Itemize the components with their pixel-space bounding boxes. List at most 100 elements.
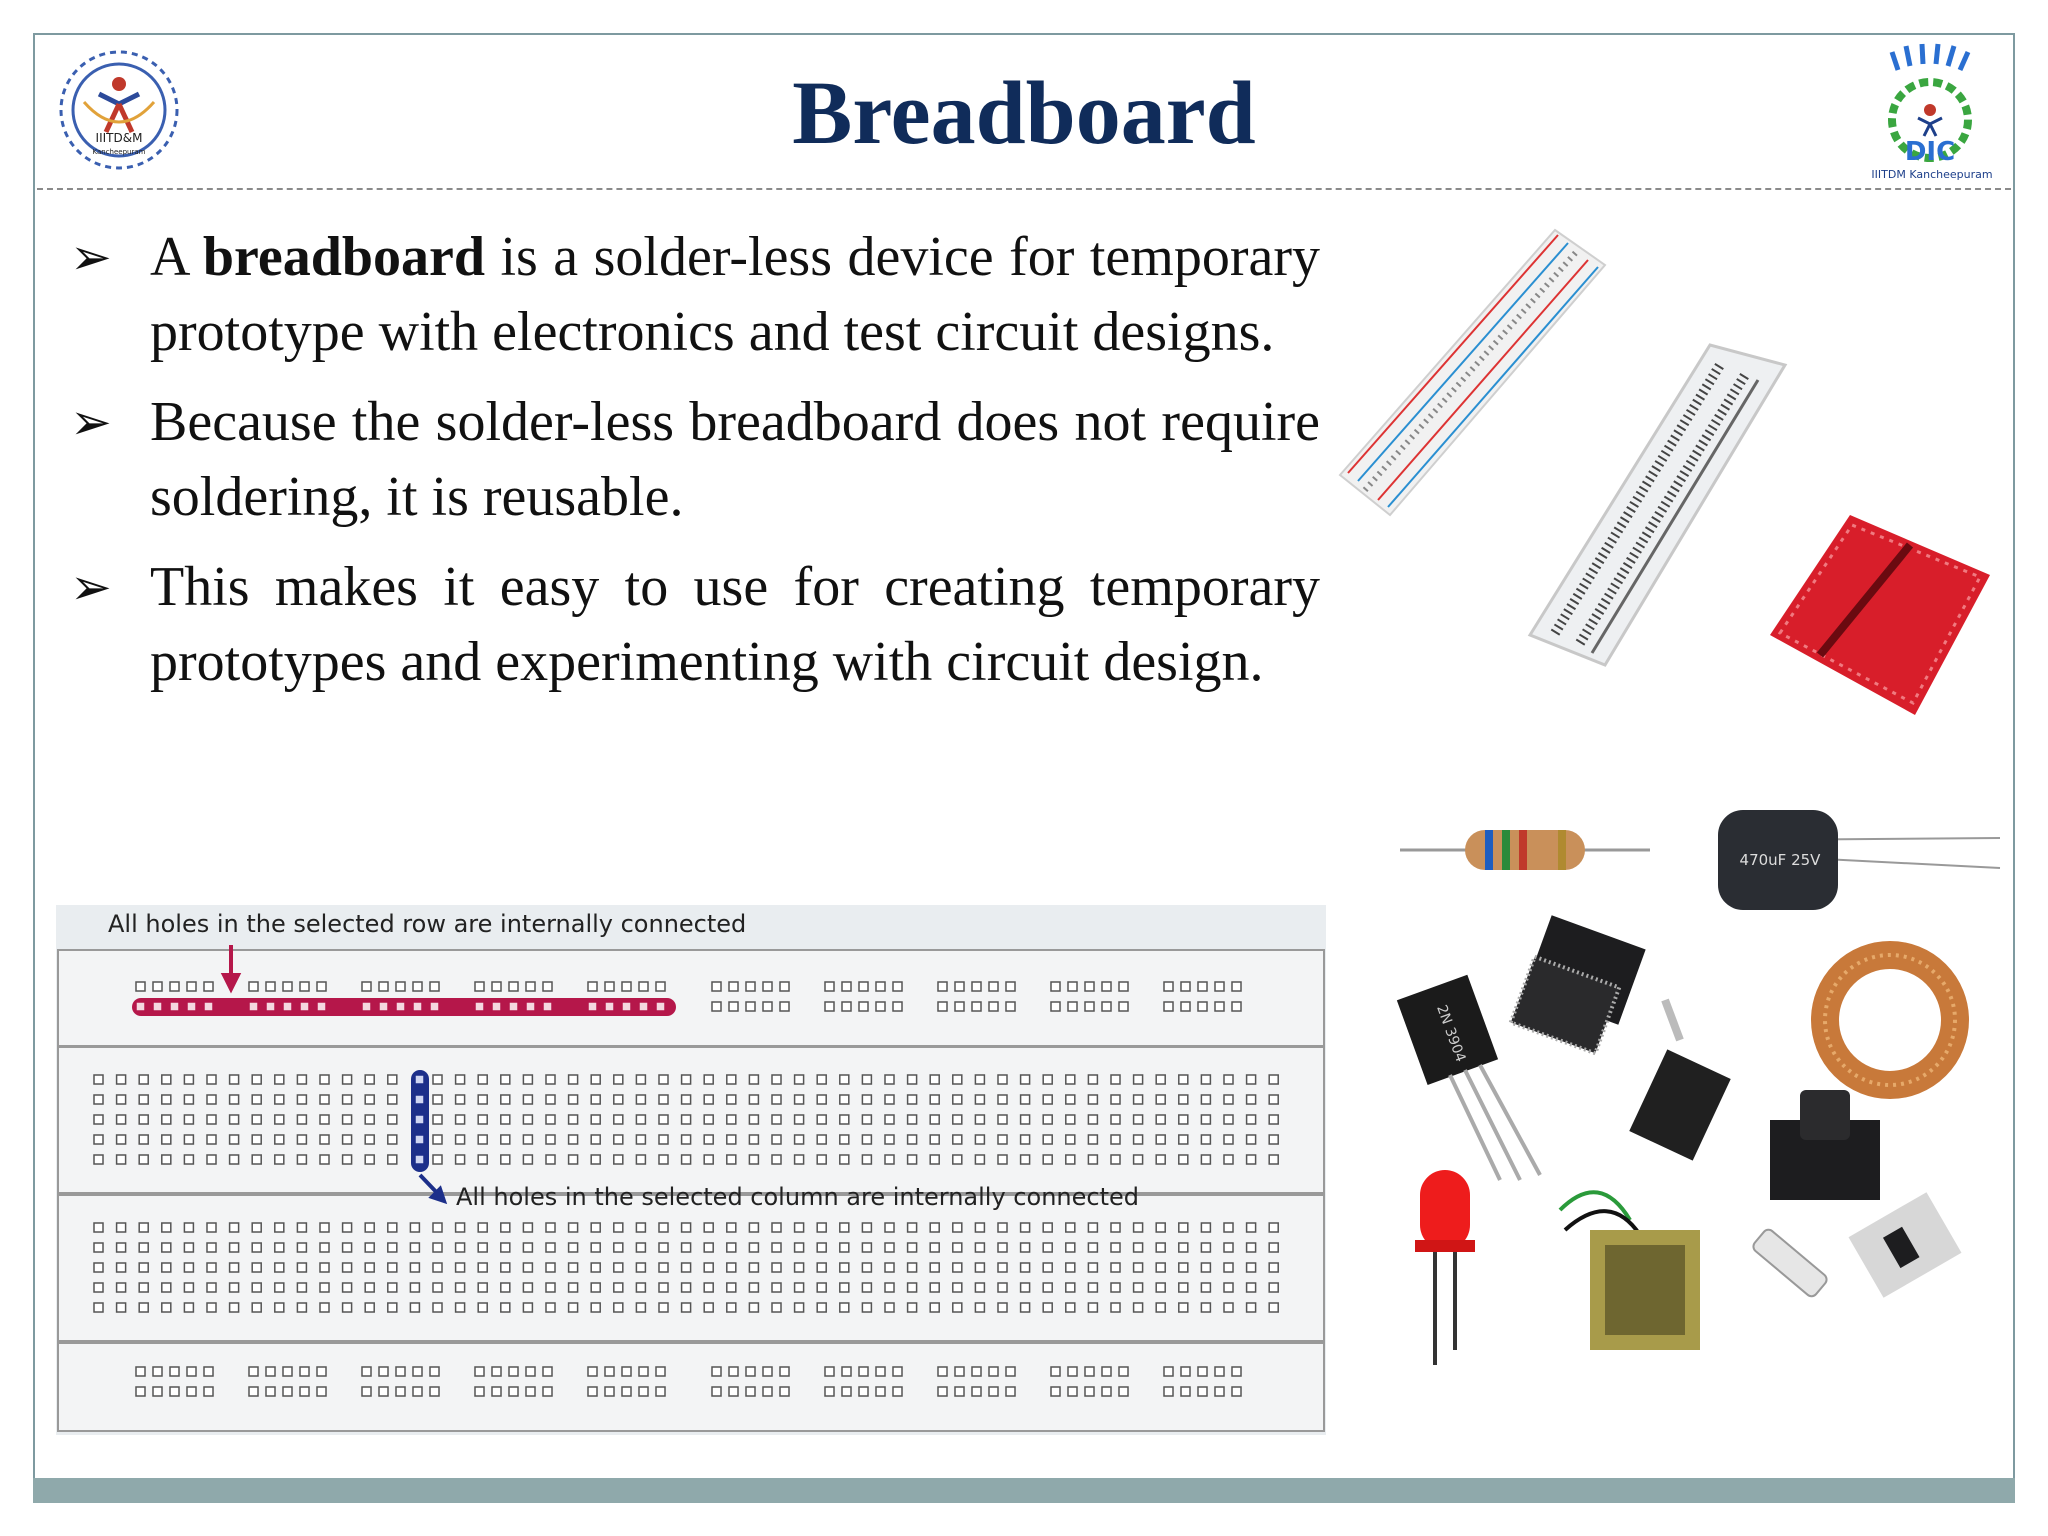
breadboard-hole [522, 1154, 534, 1165]
breadboard-hole [1268, 1114, 1279, 1125]
breadboard-hole [988, 1001, 999, 1012]
page-title: Breadboard [792, 64, 1256, 163]
breadboard-hole [1065, 1094, 1076, 1105]
breadboard-hole [138, 1114, 149, 1125]
breadboard-hole [952, 1282, 963, 1293]
breadboard-hole [1110, 1074, 1121, 1085]
breadboard-hole [793, 1074, 805, 1085]
breadboard-hole [703, 1154, 714, 1165]
breadboard-hole [296, 1094, 308, 1105]
breadboard-hole [762, 981, 773, 992]
breadboard-hole [613, 1242, 624, 1253]
breadboard-hole [906, 1094, 918, 1105]
breadboard-hole [364, 1154, 375, 1165]
breadboard-hole [929, 1262, 940, 1273]
breadboard-hole [726, 1134, 737, 1145]
breadboard-hole [341, 1074, 353, 1085]
breadboard-hole [728, 981, 739, 992]
breadboard-hole [779, 1001, 790, 1012]
breadboard-hole [726, 1154, 737, 1165]
breadboard-hole [655, 1386, 666, 1397]
breadboard-hole [1110, 1154, 1121, 1165]
breadboard-hole [711, 1386, 722, 1397]
breadboard-hole [613, 1302, 624, 1313]
breadboard-hole [762, 1001, 773, 1012]
breadboard-hole [1042, 1074, 1053, 1085]
breadboard-hole [771, 1302, 782, 1313]
breadboard-hole [954, 1001, 965, 1012]
breadboard-hole [971, 1386, 982, 1397]
breadboard-hole [974, 1094, 986, 1105]
breadboard-hole [587, 981, 598, 992]
bullet-text: is a solder-less device for temporary pr… [150, 226, 1321, 363]
breadboard-hole [161, 1094, 172, 1105]
breadboard-hole [1214, 1001, 1225, 1012]
breadboard-hole [508, 1386, 519, 1397]
breadboard-hole [567, 1074, 579, 1085]
breadboard-hole [929, 1094, 940, 1105]
breadboard-hole [1223, 1094, 1234, 1105]
white-breadboard-image [1338, 228, 1607, 517]
breadboard-hole [500, 1074, 511, 1085]
breadboard-hole [251, 1134, 262, 1145]
breadboard-hole [861, 1222, 873, 1233]
breadboard-hole [361, 1001, 372, 1012]
column-connection-label: All holes in the selected column are int… [456, 1183, 1139, 1211]
breadboard-hole [1067, 1386, 1078, 1397]
breadboard-hole [997, 1094, 1008, 1105]
breadboard-hole [1200, 1242, 1212, 1253]
breadboard-hole [93, 1094, 104, 1105]
breadboard-hole [169, 1386, 180, 1397]
breadboard-hole [590, 1222, 601, 1233]
breadboard-hole [387, 1262, 398, 1273]
breadboard-hole [635, 1222, 647, 1233]
breadboard-hole [1155, 1094, 1166, 1105]
breadboard-hole [1200, 1222, 1212, 1233]
breadboard-hole [477, 1222, 488, 1233]
breadboard-hole [816, 1282, 827, 1293]
breadboard-hole [206, 1114, 217, 1125]
breadboard-hole [251, 1222, 262, 1233]
breadboard-hole [500, 1114, 511, 1125]
breadboard-hole [522, 1074, 534, 1085]
breadboard-hole [952, 1074, 963, 1085]
breadboard-hole [138, 1154, 149, 1165]
toggle-switch-image [1629, 998, 1731, 1161]
breadboard-hole [454, 1094, 466, 1105]
breadboard-hole [952, 1302, 963, 1313]
breadboard-hole [1245, 1262, 1257, 1273]
breadboard-hole [816, 1222, 827, 1233]
breadboard-hole [477, 1242, 488, 1253]
breadboard-hole [997, 1242, 1008, 1253]
breadboard-hole [590, 1094, 601, 1105]
breadboard-hole [414, 1074, 425, 1085]
breadboard-hole [545, 1262, 556, 1273]
breadboard-hole [1197, 1386, 1208, 1397]
breadboard-hole [728, 1386, 739, 1397]
breadboard-hole [274, 1282, 285, 1293]
breadboard-hole [135, 1386, 146, 1397]
breadboard-hole [745, 1001, 756, 1012]
breadboard-hole [364, 1242, 375, 1253]
ic-chip-image [1508, 915, 1646, 1056]
breadboard-hole [491, 1366, 502, 1377]
breadboard-hole [248, 1386, 259, 1397]
breadboard-hole [115, 1114, 127, 1125]
breadboard-hole [858, 1001, 869, 1012]
breadboard-hole [658, 1262, 669, 1273]
breadboard-hole [861, 1282, 873, 1293]
breadboard-hole [1200, 1262, 1212, 1273]
breadboard-hole [508, 1001, 519, 1012]
breadboard-hole [395, 1001, 406, 1012]
breadboard-hole [474, 981, 485, 992]
breadboard-hole [361, 1366, 372, 1377]
breadboard-hole [875, 1001, 886, 1012]
breadboard-hole [952, 1154, 963, 1165]
breadboard-hole [299, 981, 310, 992]
breadboard-hole [680, 1222, 692, 1233]
breadboard-hole [274, 1262, 285, 1273]
breadboard-hole [545, 1134, 556, 1145]
breadboard-hole [319, 1094, 330, 1105]
breadboard-hole [728, 1366, 739, 1377]
breadboard-hole [206, 1242, 217, 1253]
